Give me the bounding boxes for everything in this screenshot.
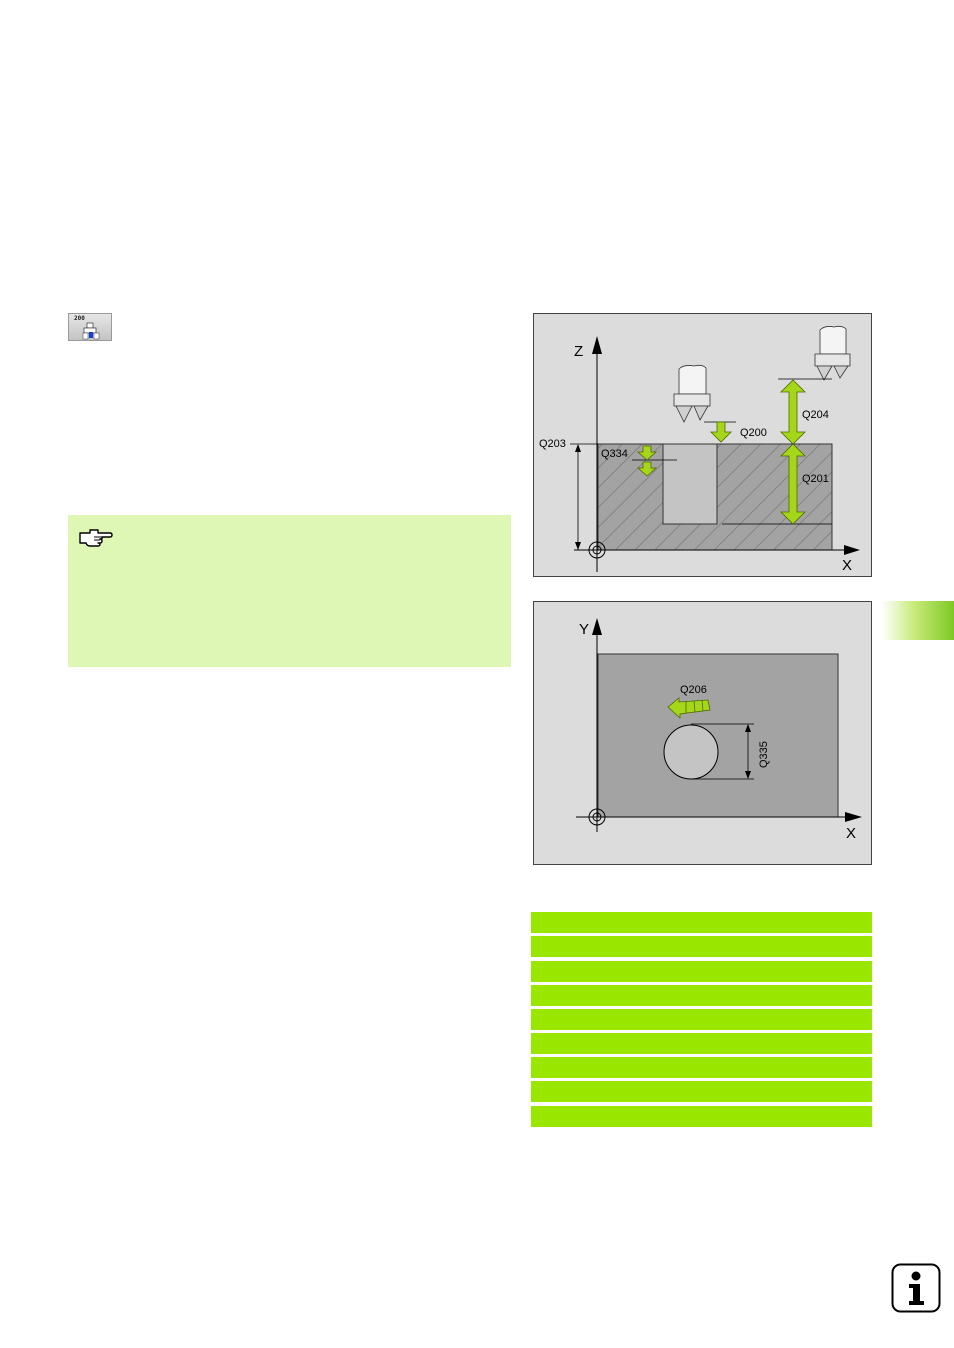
- parameter-bar: [531, 936, 872, 957]
- note-box: [68, 515, 511, 667]
- parameter-bar: [531, 961, 872, 982]
- parameter-bar: [531, 1057, 872, 1078]
- drilling-cycle-icon: [82, 322, 100, 340]
- rotation-arrow-icon: [667, 697, 711, 719]
- parameter-bar: [531, 1081, 872, 1102]
- z-axis-label: Z: [574, 343, 583, 360]
- pocket-shape: [662, 443, 718, 525]
- q203-label: Q203: [539, 438, 566, 450]
- drilling-side-view-figure: Z X Q203 Q200 Q334: [533, 313, 872, 577]
- q335-label: Q335: [758, 741, 770, 768]
- pointing-hand-icon: [79, 529, 113, 547]
- q206-label: Q206: [680, 684, 707, 696]
- x-axis-label: X: [842, 557, 852, 574]
- tool-icon: [814, 325, 851, 381]
- cycle-200-icon[interactable]: 200: [68, 313, 112, 341]
- q204-label: Q204: [802, 409, 829, 421]
- cycle-number: 200: [74, 315, 85, 322]
- chapter-tab: [882, 601, 954, 640]
- info-icon: [891, 1263, 941, 1313]
- q200-label: Q200: [740, 427, 767, 439]
- parameter-bar: [531, 1106, 872, 1127]
- bore-circle: [663, 724, 719, 780]
- q334-label: Q334: [601, 448, 628, 460]
- q201-label: Q201: [802, 473, 829, 485]
- parameter-bar: [531, 1009, 872, 1030]
- info-button[interactable]: [891, 1263, 941, 1313]
- parameter-bar: [531, 912, 872, 933]
- tool-icon: [673, 364, 711, 423]
- y-axis-label: Y: [579, 621, 589, 638]
- parameter-bar: [531, 1033, 872, 1054]
- x-axis-label: X: [846, 825, 856, 842]
- parameter-bar: [531, 985, 872, 1006]
- drilling-top-view-figure: Y X Q335 Q206: [533, 601, 872, 865]
